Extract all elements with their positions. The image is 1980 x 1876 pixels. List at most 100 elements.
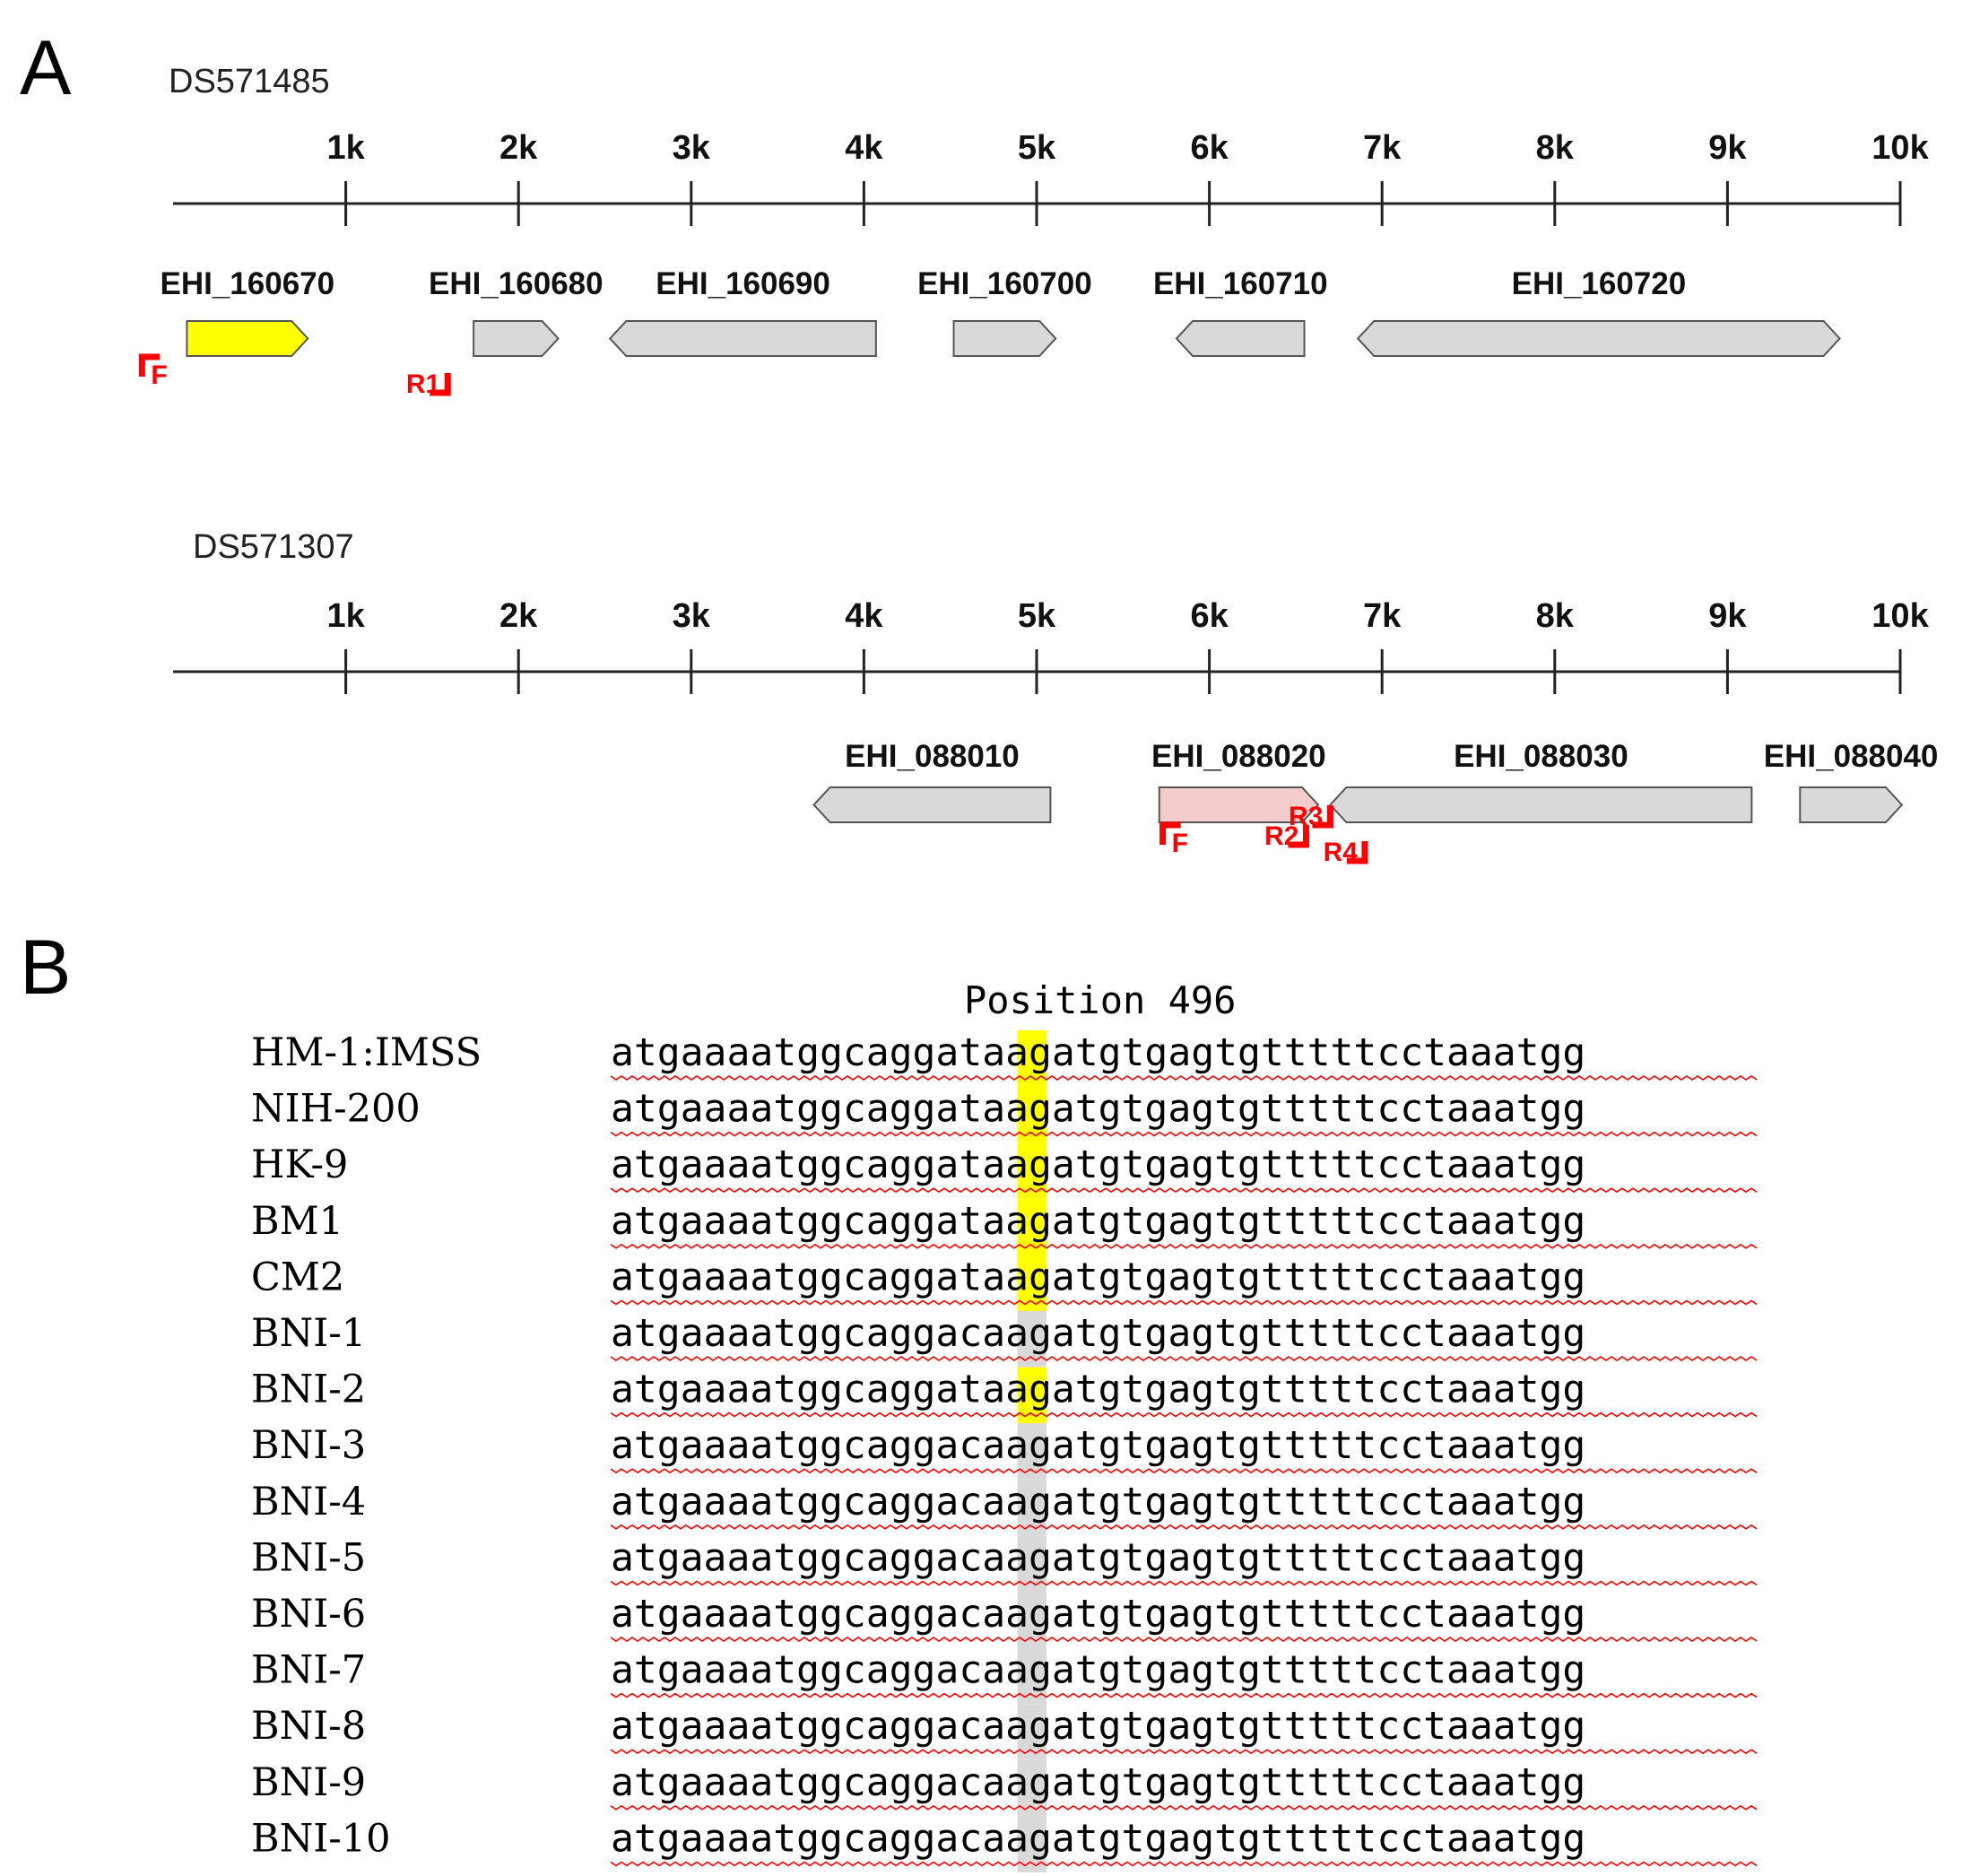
- sequence: atgaaaatggcaggataagatgtgagtgtttttcctaaat…: [611, 1142, 1585, 1187]
- strain-name: BNI-10: [251, 1816, 390, 1861]
- sequence: atgaaaatggcaggataagatgtgagtgtttttcctaaat…: [611, 1087, 1585, 1132]
- tick-label: 3k: [673, 129, 711, 167]
- sequence: atgaaaatggcaggacaagatgtgagtgtttttcctaaat…: [611, 1648, 1585, 1693]
- gene-arrow: [1799, 786, 1904, 823]
- alignment-row: BM1 atgaaaatggcaggataagatgtgagtgtttttccta…: [251, 1198, 1758, 1255]
- spellcheck-underline: [610, 1861, 1758, 1867]
- panel-b-letter: B: [20, 925, 71, 1011]
- spellcheck-underline: [610, 1187, 1758, 1194]
- strain-name: BNI-5: [251, 1535, 366, 1580]
- spellcheck-underline: [610, 1243, 1758, 1249]
- tick-label: 1k: [326, 129, 365, 167]
- track-name: DS571485: [169, 63, 330, 100]
- primer-f: F: [1159, 821, 1188, 858]
- primer-mark: [1288, 825, 1309, 848]
- spellcheck-underline: [610, 1075, 1758, 1081]
- sequence: atgaaaatggcaggacaagatgtgagtgtttttcctaaat…: [611, 1480, 1585, 1524]
- tick-label: 9k: [1708, 129, 1747, 167]
- spellcheck-underline: [610, 1637, 1758, 1642]
- spellcheck-underline: [610, 1524, 1758, 1530]
- spellcheck-underline: [610, 1299, 1758, 1306]
- gene-arrow: [812, 786, 1052, 823]
- primer-mark: [430, 373, 451, 396]
- strain-name: HM-1:IMSS: [251, 1030, 482, 1075]
- sequence-alignment: HM-1:IMSS atgaaaatggcaggataagatgtgagtgttt…: [251, 1030, 1758, 1872]
- primer-r2: R2: [1264, 821, 1309, 851]
- gene-arrow: [186, 320, 309, 357]
- primer-label: F: [151, 360, 167, 390]
- sequence: atgaaaatggcaggacaagatgtgagtgtttttcctaaat…: [611, 1760, 1585, 1805]
- alignment-row: BNI-10 atgaaaatggcaggacaagatgtgagtgtttttc…: [251, 1816, 1758, 1872]
- primer-mark: [138, 353, 161, 377]
- sequence: atgaaaatggcaggataagatgtgagtgtttttcctaaat…: [611, 1368, 1585, 1412]
- tick-label: 5k: [1018, 597, 1056, 635]
- strain-name: BNI-2: [251, 1368, 366, 1412]
- variant-base: c: [959, 1592, 982, 1637]
- strain-name: BNI-8: [251, 1704, 366, 1749]
- spellcheck-underline: [610, 1580, 1758, 1586]
- primer-mark: [1346, 841, 1368, 864]
- strain-name: BNI-6: [251, 1592, 366, 1637]
- alignment-row: BNI-7 atgaaaatggcaggacaagatgtgagtgtttttcc…: [251, 1647, 1758, 1705]
- tick-label: 2k: [499, 129, 538, 167]
- strain-name: HK-9: [251, 1142, 348, 1187]
- gene-label: EHI_160680: [429, 266, 604, 301]
- sequence: atgaaaatggcaggataagatgtgagtgtttttcctaaat…: [611, 1199, 1585, 1244]
- tick-label: 8k: [1536, 129, 1575, 167]
- alignment-row: BNI-9 atgaaaatggcaggacaagatgtgagtgtttttcc…: [251, 1759, 1758, 1817]
- spellcheck-underline: [610, 1468, 1758, 1474]
- variant-base: t: [959, 1199, 982, 1244]
- variant-base: c: [959, 1704, 982, 1749]
- variant-base: t: [959, 1142, 982, 1187]
- gene-arrow: [473, 320, 560, 357]
- strain-name: BM1: [251, 1199, 343, 1244]
- sequence: atgaaaatggcaggataagatgtgagtgtttttcctaaat…: [611, 1030, 1585, 1075]
- panel-a-letter: A: [20, 25, 72, 111]
- gene-label: EHI_160670: [161, 266, 335, 301]
- alignment-row: HM-1:IMSS atgaaaatggcaggataagatgtgagtgttt…: [251, 1030, 1758, 1087]
- sequence: atgaaaatggcaggacaagatgtgagtgtttttcctaaat…: [611, 1816, 1585, 1861]
- position-label: Position 496: [964, 978, 1236, 1022]
- gene-label: EHI_088020: [1151, 739, 1326, 774]
- strain-name: BNI-1: [251, 1311, 366, 1356]
- variant-base: c: [959, 1648, 982, 1693]
- alignment-row: BNI-8 atgaaaatggcaggacaagatgtgagtgtttttcc…: [251, 1704, 1758, 1760]
- primer-r4: R4: [1324, 838, 1368, 867]
- tick-label: 7k: [1363, 597, 1402, 635]
- strain-name: BNI-7: [251, 1648, 366, 1693]
- strain-name: BNI-9: [251, 1760, 366, 1805]
- strain-name: BNI-4: [251, 1480, 366, 1524]
- gene-label: EHI_088010: [845, 739, 1020, 774]
- gene-label: EHI_160700: [917, 266, 1092, 301]
- gene-arrow: [952, 320, 1057, 357]
- alignment-row: BNI-4 atgaaaatggcaggacaagatgtgagtgtttttcc…: [251, 1479, 1758, 1536]
- sequence: atgaaaatggcaggacaagatgtgagtgtttttcctaaat…: [611, 1704, 1585, 1749]
- variant-base: t: [959, 1087, 982, 1132]
- tick-label: 6k: [1190, 129, 1229, 167]
- variant-base: c: [959, 1760, 982, 1805]
- primer-label: F: [1172, 829, 1188, 858]
- gene-label: EHI_088040: [1764, 739, 1939, 774]
- sequence: atgaaaatggcaggacaagatgtgagtgtttttcctaaat…: [611, 1423, 1585, 1468]
- spellcheck-underline: [610, 1356, 1758, 1361]
- spellcheck-underline: [610, 1692, 1758, 1698]
- gene-label: EHI_160710: [1153, 266, 1328, 301]
- alignment-row: CM2 atgaaaatggcaggataagatgtgagtgtttttccta…: [251, 1255, 1758, 1311]
- sequence: atgaaaatggcaggataagatgtgagtgtttttcctaaat…: [611, 1255, 1585, 1299]
- primer-mark: [1312, 805, 1333, 829]
- strain-name: CM2: [251, 1255, 344, 1299]
- spellcheck-underline: [610, 1804, 1758, 1811]
- spellcheck-underline: [610, 1131, 1758, 1137]
- tick-label: 1k: [326, 597, 365, 635]
- spellcheck-underline: [610, 1749, 1758, 1755]
- track-name: DS571307: [193, 528, 354, 566]
- tick-label: 8k: [1536, 597, 1575, 635]
- gene-label: EHI_088030: [1454, 739, 1628, 774]
